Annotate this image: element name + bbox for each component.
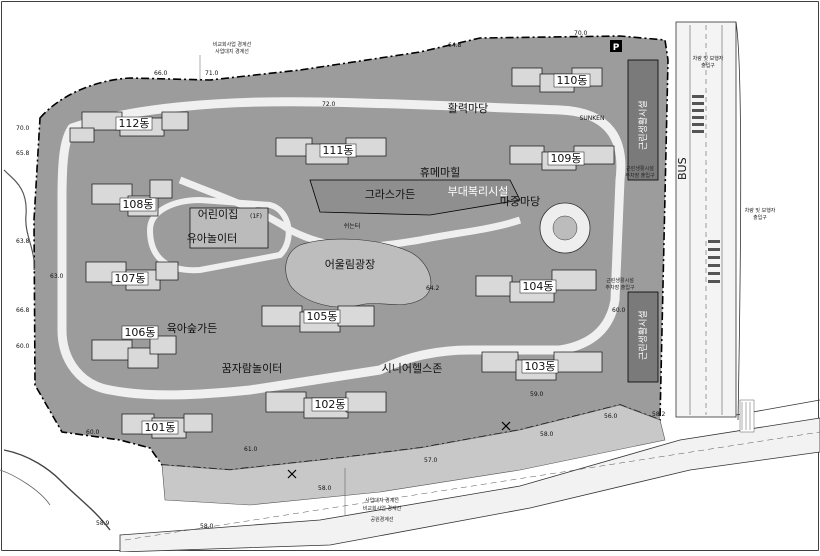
label-retail-north: 근린생활시설 [637, 100, 649, 150]
label-107: 107동 [114, 272, 145, 285]
label-hwalleok-madang: 활력마당 [448, 101, 488, 115]
elev-e12: 60.0 [86, 429, 100, 436]
note-right-entry: 차량 및 보행자 [693, 55, 724, 62]
south-road [119, 417, 820, 553]
label-family-playground: 꿈자람놀이터 [222, 362, 283, 375]
label-104: 104동 [522, 280, 553, 293]
elev-e22: 58.0 [200, 523, 214, 530]
building-labels: 112동 111동 110동 109동 108동 107동 106동 105동 … [111, 73, 591, 435]
label-103: 103동 [524, 360, 555, 373]
boundary-crosses [287, 421, 511, 479]
crosswalk [739, 399, 755, 433]
inner-ring-road [57, 97, 626, 400]
facility-labels: 활력마당 휴메마힐 그라스가든 부대복리시설 마중마당 어린이집 (1F) 유아… [167, 101, 605, 375]
elev-e11: 60.0 [16, 343, 30, 350]
south-strip [161, 404, 666, 506]
elev-e10: 66.8 [16, 307, 30, 314]
stream-south-bank [0, 469, 51, 506]
retail-strip-south [627, 291, 659, 383]
note-right-entry-2: 출입구 [701, 62, 715, 69]
label-hoomae-hill: 휴메마힐 [420, 166, 460, 179]
east-road-parking-stripes [692, 95, 720, 283]
elevation-markers: 70.0 64.8 66.0 71.0 72.0 70.0 65.8 63.8 … [16, 30, 666, 530]
note-bottom-boundary-2: 비교회사업 경계선 [363, 505, 402, 512]
elev-e23: 60.0 [612, 307, 626, 314]
retail-strip-north [627, 59, 659, 181]
label-plaza: 어울림광장 [325, 258, 376, 271]
elev-e1: 70.0 [574, 30, 588, 37]
label-madang-yard: 마중마당 [500, 195, 540, 208]
annotations: 비교회사업 경계선 사업대지 경계선 차량 및 보행자 출입구 차량 및 보행자… [199, 41, 776, 523]
label-101: 101동 [144, 421, 175, 434]
elev-e14: 61.0 [244, 446, 258, 453]
note-right-mid-entry: 차량 및 보행자 [745, 207, 776, 214]
elev-e16: 58.0 [540, 431, 554, 438]
elev-e15: 59.0 [530, 391, 544, 398]
elev-e2: 64.8 [448, 42, 462, 49]
label-senior-zone: 시니어헬스존 [382, 362, 443, 375]
central-plaza [285, 238, 432, 308]
south-road-centerline [124, 431, 820, 541]
label-111: 111동 [322, 144, 353, 157]
note-top-boundary-2: 사업대지 경계선 [215, 48, 249, 55]
parking-sign-icon: P [610, 40, 622, 53]
label-102: 102동 [314, 398, 345, 411]
elev-e21: 58.9 [96, 520, 110, 527]
round-plaza-core [552, 215, 578, 241]
childcare-building [189, 207, 269, 249]
community-facility-block [309, 179, 521, 216]
label-childcare-floor: (1F) [250, 213, 262, 220]
label-kids-playground: 유아놀이터 [187, 232, 238, 245]
elev-e19: 56.0 [604, 413, 618, 420]
elev-e3: 66.0 [154, 70, 168, 77]
note-right-mid-entry-2: 출입구 [753, 214, 767, 221]
stream-north [3, 169, 35, 271]
elev-e17: 57.0 [424, 457, 438, 464]
label-106: 106동 [124, 326, 155, 339]
east-road-lanes [689, 25, 723, 415]
elev-e5: 72.0 [322, 101, 336, 108]
label-kids-garden: 육아숲가든 [167, 322, 218, 335]
note-109-retail: 근린생활시설 [626, 165, 654, 172]
footprint-111 [275, 137, 387, 165]
label-retail-south: 근린생활시설 [637, 310, 649, 360]
label-109: 109동 [550, 152, 581, 165]
label-sunken: SUNKEN [580, 115, 605, 122]
note-bottom-boundary-3: 공원경계선 [370, 516, 393, 523]
label-rest-area: 쉬는터 [344, 222, 361, 230]
label-grass-garden: 그라스가든 [365, 188, 416, 201]
elev-e6: 70.0 [16, 125, 30, 132]
elev-e20: 58.2 [652, 411, 666, 418]
note-104-parking: 주차장 출입구 [605, 284, 635, 291]
label-108: 108동 [122, 198, 153, 211]
elev-e7: 65.8 [16, 150, 30, 157]
elev-e13: 64.2 [426, 285, 440, 292]
stream-south [3, 449, 111, 531]
label-105: 105동 [306, 310, 337, 323]
footprint-106 [91, 335, 177, 369]
label-112: 112동 [118, 117, 149, 130]
note-109-parking: 주차장 출입구 [625, 172, 655, 179]
note-top-boundary: 비교회사업 경계선 [213, 41, 252, 48]
svg-text:P: P [613, 43, 620, 53]
note-bottom-boundary-1: 사업대지 경계선 [365, 497, 399, 504]
label-110: 110동 [556, 74, 587, 87]
east-road-edge [735, 21, 742, 421]
elev-e9: 63.0 [50, 273, 64, 280]
elev-e18: 58.0 [318, 485, 332, 492]
elev-e4: 71.0 [205, 70, 219, 77]
label-community-facility: 부대복리시설 [448, 185, 509, 198]
label-childcare: 어린이집 [198, 208, 238, 221]
label-bus: BUS [676, 157, 689, 180]
elev-e8: 63.8 [16, 238, 30, 245]
note-104-retail: 근린생활시설 [606, 277, 634, 284]
